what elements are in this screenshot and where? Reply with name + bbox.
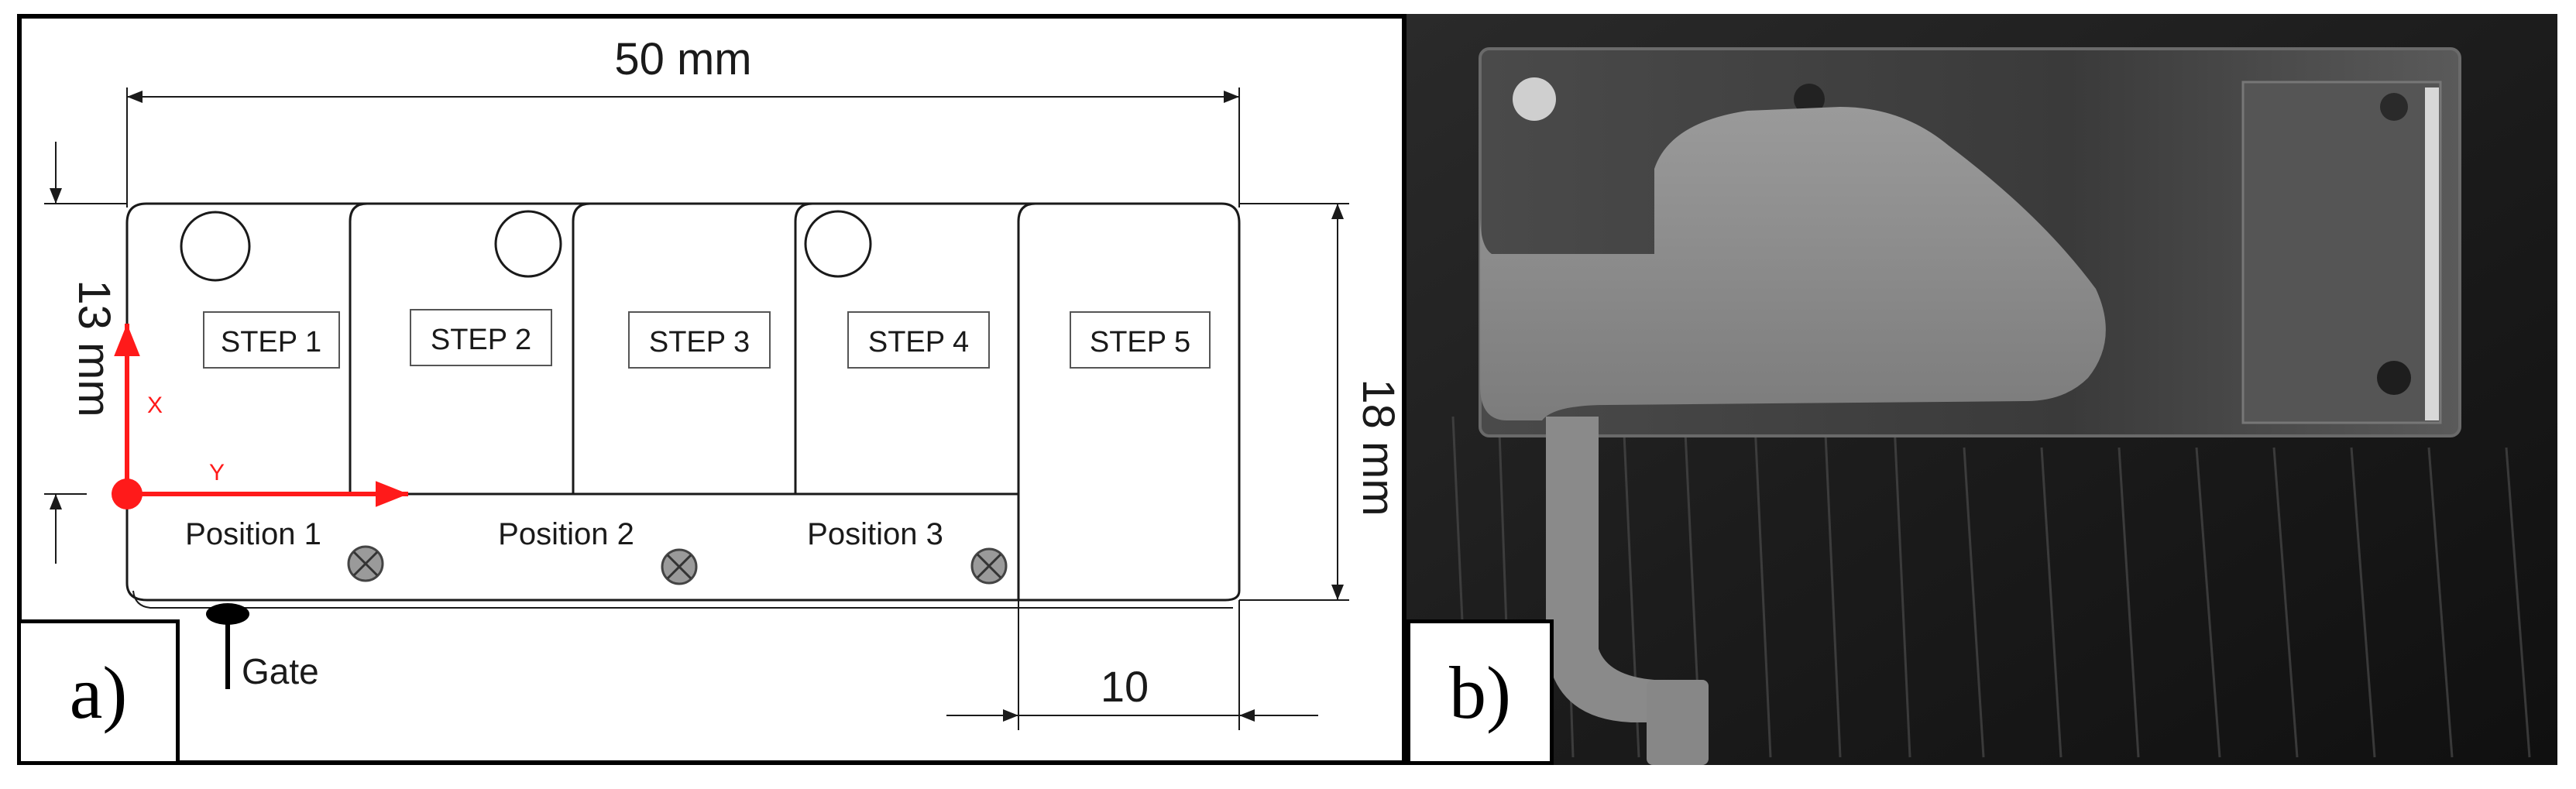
- hole-3: [804, 210, 872, 278]
- panel-a-label: a): [17, 619, 180, 765]
- part-outline: [125, 202, 1241, 602]
- photo-svg: [1406, 14, 2557, 765]
- pocket-step: [2241, 81, 2442, 424]
- molded-part-body: [1480, 107, 2106, 420]
- step-label-4: STEP 4: [868, 326, 969, 358]
- ejector-pin-1: [1513, 77, 1556, 121]
- step-box-5: [1070, 311, 1211, 369]
- position-label-2: Position 2: [498, 517, 634, 551]
- machining-marks: [1451, 416, 2531, 758]
- position-label-3: Position 3: [807, 517, 943, 551]
- step-box-1: [203, 311, 340, 369]
- step-divider-2: [572, 202, 591, 494]
- dimension-bottom-label: 10: [1101, 662, 1149, 711]
- step-divider-4: [1017, 202, 1036, 600]
- step-divider-1: [349, 202, 368, 494]
- runner-curve: [1546, 417, 1654, 722]
- drawing-svg: 50 mm 13 mm 18 mm STEP 1 STEP 2: [44, 34, 1403, 730]
- dimension-left-label: 13 mm: [69, 280, 119, 417]
- gate-label: Gate: [242, 651, 319, 691]
- step-box-3: [628, 311, 771, 369]
- pocket-highlight: [2425, 87, 2439, 420]
- hole-2: [494, 210, 562, 278]
- axis-x-label: X: [147, 393, 163, 418]
- axis-y-label: Y: [209, 460, 225, 485]
- dimension-right-label: 18 mm: [1353, 379, 1403, 516]
- position-label-1: Position 1: [185, 517, 321, 551]
- step-label-3: STEP 3: [649, 326, 750, 358]
- position-marker-2: [661, 548, 698, 585]
- position-marker-1: [347, 545, 384, 582]
- step-label-2: STEP 2: [431, 324, 531, 356]
- part-shadow-edge: [132, 590, 1233, 609]
- panel-b-photo: b): [1402, 14, 2557, 765]
- step-divider-3: [794, 202, 813, 494]
- ejector-pin-3: [2377, 361, 2411, 395]
- sprue: [1647, 680, 1709, 765]
- step-box-4: [847, 311, 990, 369]
- hole-1: [180, 211, 251, 282]
- step-box-2: [410, 309, 552, 366]
- step-label-5: STEP 5: [1090, 326, 1190, 358]
- position-marker-3: [970, 547, 1008, 585]
- step-label-1: STEP 1: [221, 326, 321, 358]
- dimension-width-label: 50 mm: [614, 34, 751, 84]
- ejector-pin-2: [1794, 84, 1825, 115]
- panel-b-label: b): [1406, 619, 1554, 765]
- ejector-pin-4: [2380, 93, 2408, 121]
- axis-origin: [112, 479, 143, 509]
- panel-a-drawing: 50 mm 13 mm 18 mm STEP 1 STEP 2: [17, 14, 1405, 765]
